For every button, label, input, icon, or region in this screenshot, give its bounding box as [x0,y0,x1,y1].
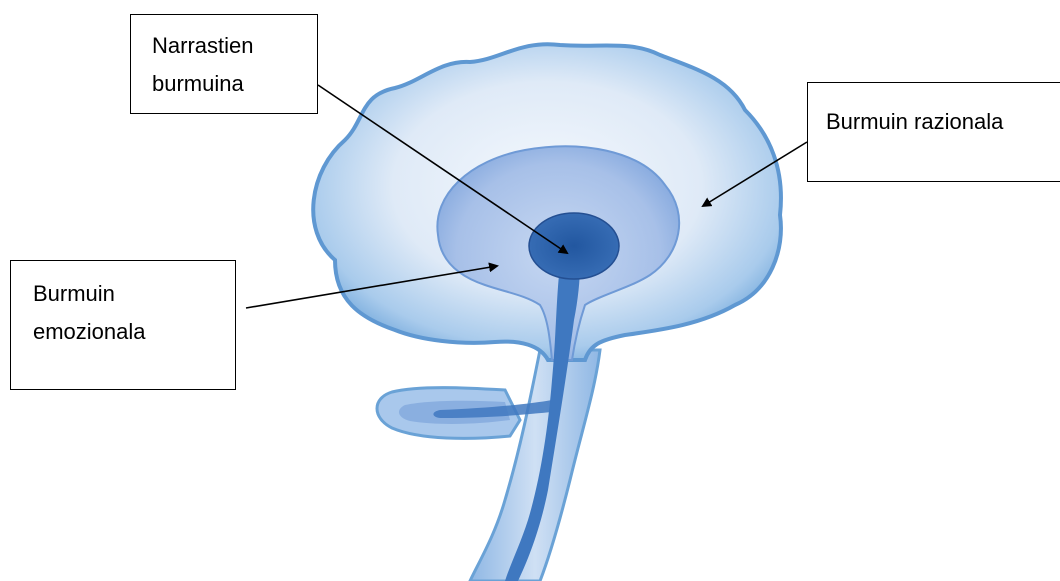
core-region [529,213,619,279]
label-narrastien-line1: Narrastien [152,27,317,65]
label-burmuin-razionala: Burmuin razionala [807,82,1060,182]
label-emozionala-line1: Burmuin [33,275,235,313]
label-narrastien-burmuina: Narrastien burmuina [130,14,318,114]
brain-stem [470,350,600,581]
label-narrastien-line2: burmuina [152,65,317,103]
label-burmuin-emozionala: Burmuin emozionala [10,260,236,390]
label-razionala-text: Burmuin razionala [826,103,1060,141]
label-emozionala-line2: emozionala [33,313,235,351]
